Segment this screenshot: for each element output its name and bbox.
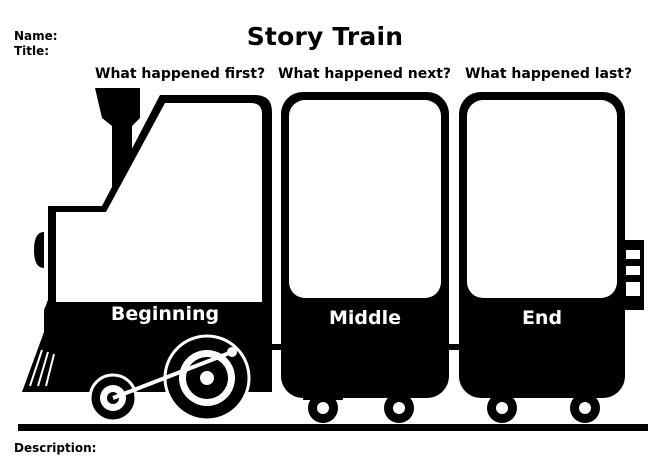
rail-track <box>18 424 648 431</box>
middle-label: Middle <box>328 307 402 329</box>
prompt-last: What happened last? <box>465 66 633 82</box>
end-label: End <box>521 307 563 329</box>
name-label: Name: <box>14 29 58 43</box>
title-label: Title: <box>14 44 50 58</box>
connecting-rod <box>112 350 233 400</box>
end-car <box>459 92 644 423</box>
description-label: Description: <box>14 441 97 455</box>
beginning-label: Beginning <box>110 303 220 325</box>
prompt-next: What happened next? <box>278 66 452 82</box>
headlight <box>34 232 44 268</box>
cow-catcher <box>22 332 60 392</box>
end-writing-area <box>467 100 617 298</box>
locomotive-writing-area <box>56 103 262 302</box>
coupler-2 <box>446 344 464 350</box>
middle-writing-area <box>289 100 441 298</box>
coupler-1 <box>270 344 286 350</box>
page-title: Story Train <box>246 22 404 51</box>
prompt-first: What happened first? <box>95 66 266 82</box>
middle-car <box>281 92 449 423</box>
locomotive <box>22 88 272 423</box>
